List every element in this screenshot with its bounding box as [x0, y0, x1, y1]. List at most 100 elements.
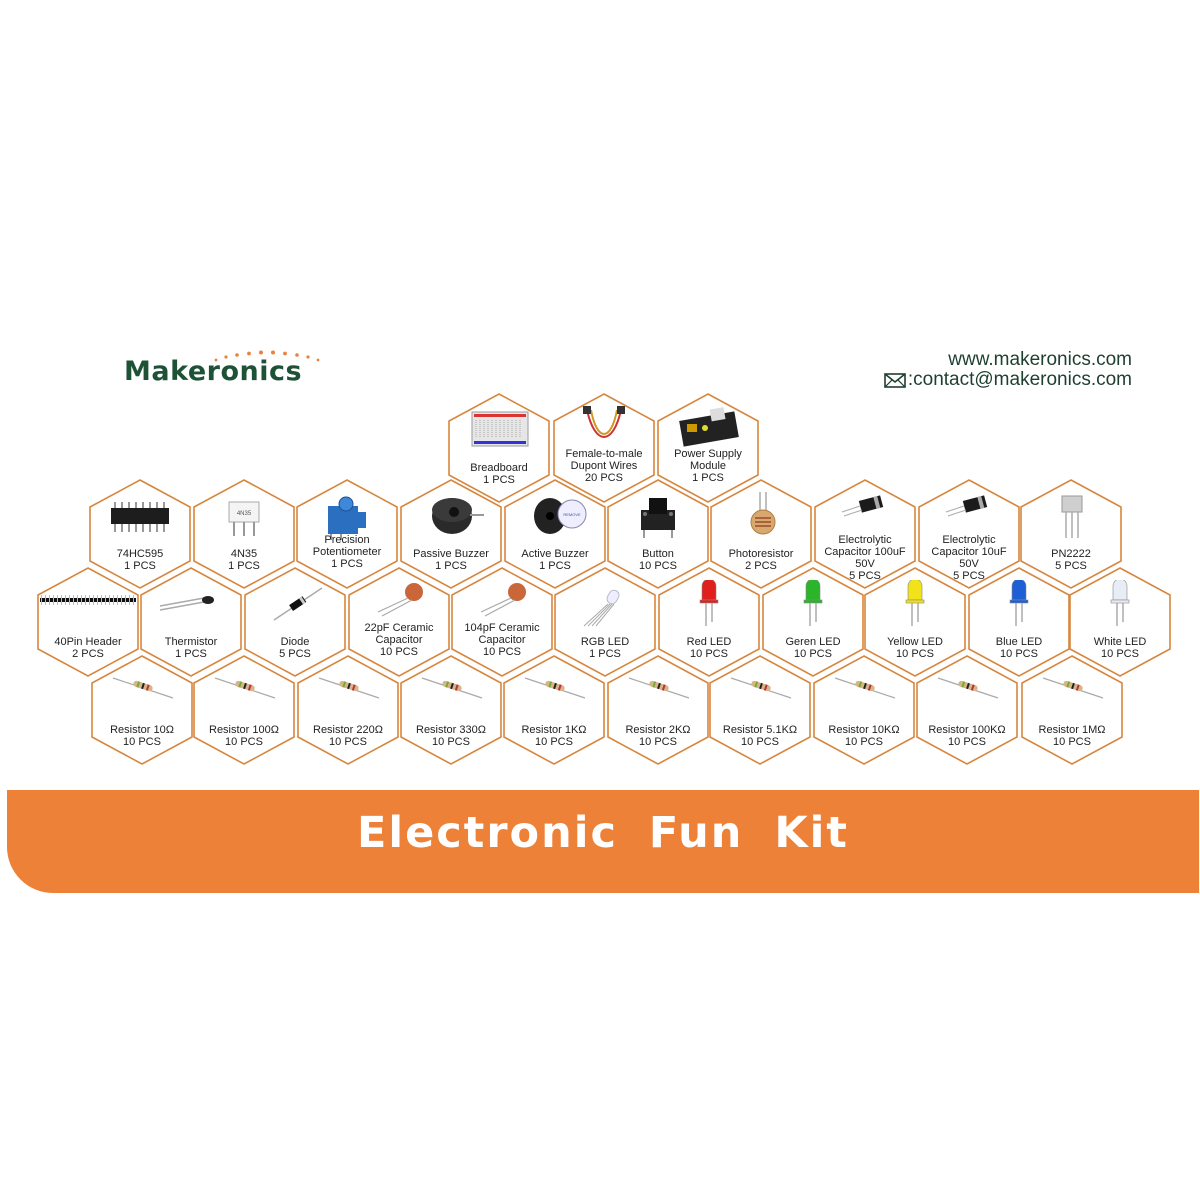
- component-quantity: 10 PCS: [896, 648, 934, 660]
- website-link[interactable]: www.makeronics.com: [948, 349, 1132, 370]
- component-quantity: 1 PCS: [483, 474, 515, 486]
- component-name: 4N35: [230, 548, 258, 560]
- electrolytic-capacitor-icon: [841, 495, 884, 517]
- thermistor-icon: [159, 596, 214, 611]
- blue-led-icon: [1009, 580, 1029, 626]
- resistor-icon: [834, 677, 896, 699]
- component-quantity: 10 PCS: [794, 648, 832, 660]
- component-name: Breadboard: [470, 462, 528, 474]
- component-quantity: 10 PCS: [380, 646, 418, 658]
- hexagon-frame: [864, 567, 966, 677]
- component-name: RGB LED: [580, 636, 630, 648]
- title-banner: Electronic Fun Kit: [7, 790, 1199, 893]
- component-quantity: 1 PCS: [124, 560, 156, 572]
- hexagon-frame: [607, 479, 709, 589]
- resistor-icon: [421, 677, 483, 699]
- diode-icon: [273, 587, 323, 621]
- hexagon-frame: [451, 567, 553, 677]
- resistor-icon: [524, 677, 586, 699]
- email-row: :contact@makeronics.com: [884, 370, 1132, 390]
- component-name: Resistor 10Ω: [110, 724, 174, 736]
- red-led-icon: [699, 580, 719, 626]
- optocoupler-icon: 4N35: [228, 501, 260, 536]
- component-name: Active Buzzer: [521, 548, 589, 560]
- component-quantity: 1 PCS: [692, 472, 724, 484]
- resistor-icon: [1042, 677, 1104, 699]
- resistor-icon: [730, 677, 792, 699]
- component-quantity: 10 PCS: [123, 736, 161, 748]
- component-name: 74HC595: [116, 548, 164, 560]
- component-quantity: 1 PCS: [589, 648, 621, 660]
- resistor-icon: [214, 677, 276, 699]
- hexagon-frame: [297, 655, 399, 765]
- component-name: 22pF Ceramic Capacitor: [364, 622, 434, 646]
- brand-name: Makeronics: [124, 356, 303, 387]
- component-name: Resistor 100KΩ: [928, 724, 1006, 736]
- component-name: Electrolytic Capacitor 10uF 50V: [931, 534, 1007, 570]
- hexagon-frame: [193, 655, 295, 765]
- component-name: Blue LED: [995, 636, 1043, 648]
- component-quantity: 5 PCS: [953, 570, 985, 582]
- component-quantity: 10 PCS: [225, 736, 263, 748]
- resistor-icon: [112, 677, 174, 699]
- component-name: Photoresistor: [728, 548, 794, 560]
- svg-text:REMOVE: REMOVE: [563, 512, 581, 517]
- component-quantity: 10 PCS: [845, 736, 883, 748]
- hexagon-frame: [709, 655, 811, 765]
- component-quantity: 1 PCS: [228, 560, 260, 572]
- component-quantity: 10 PCS: [639, 736, 677, 748]
- push-button-icon: [641, 498, 675, 538]
- component-name: Resistor 100Ω: [209, 724, 279, 736]
- component-quantity: 1 PCS: [539, 560, 571, 572]
- component-name: Resistor 220Ω: [313, 724, 383, 736]
- email-link[interactable]: :contact@makeronics.com: [907, 369, 1132, 390]
- component-name: Power Supply Module: [674, 448, 742, 472]
- component-quantity: 1 PCS: [435, 560, 467, 572]
- white-led-icon: [1110, 580, 1130, 626]
- component-quantity: 2 PCS: [745, 560, 777, 572]
- yellow-led-icon: [905, 580, 925, 626]
- component-quantity: 10 PCS: [432, 736, 470, 748]
- component-quantity: 20 PCS: [585, 472, 623, 484]
- breadboard-icon: [471, 411, 529, 447]
- passive-buzzer-icon: [432, 498, 484, 534]
- hexagon-frame: [814, 479, 916, 589]
- photoresistor-icon: [750, 492, 776, 535]
- component-quantity: 10 PCS: [1101, 648, 1139, 660]
